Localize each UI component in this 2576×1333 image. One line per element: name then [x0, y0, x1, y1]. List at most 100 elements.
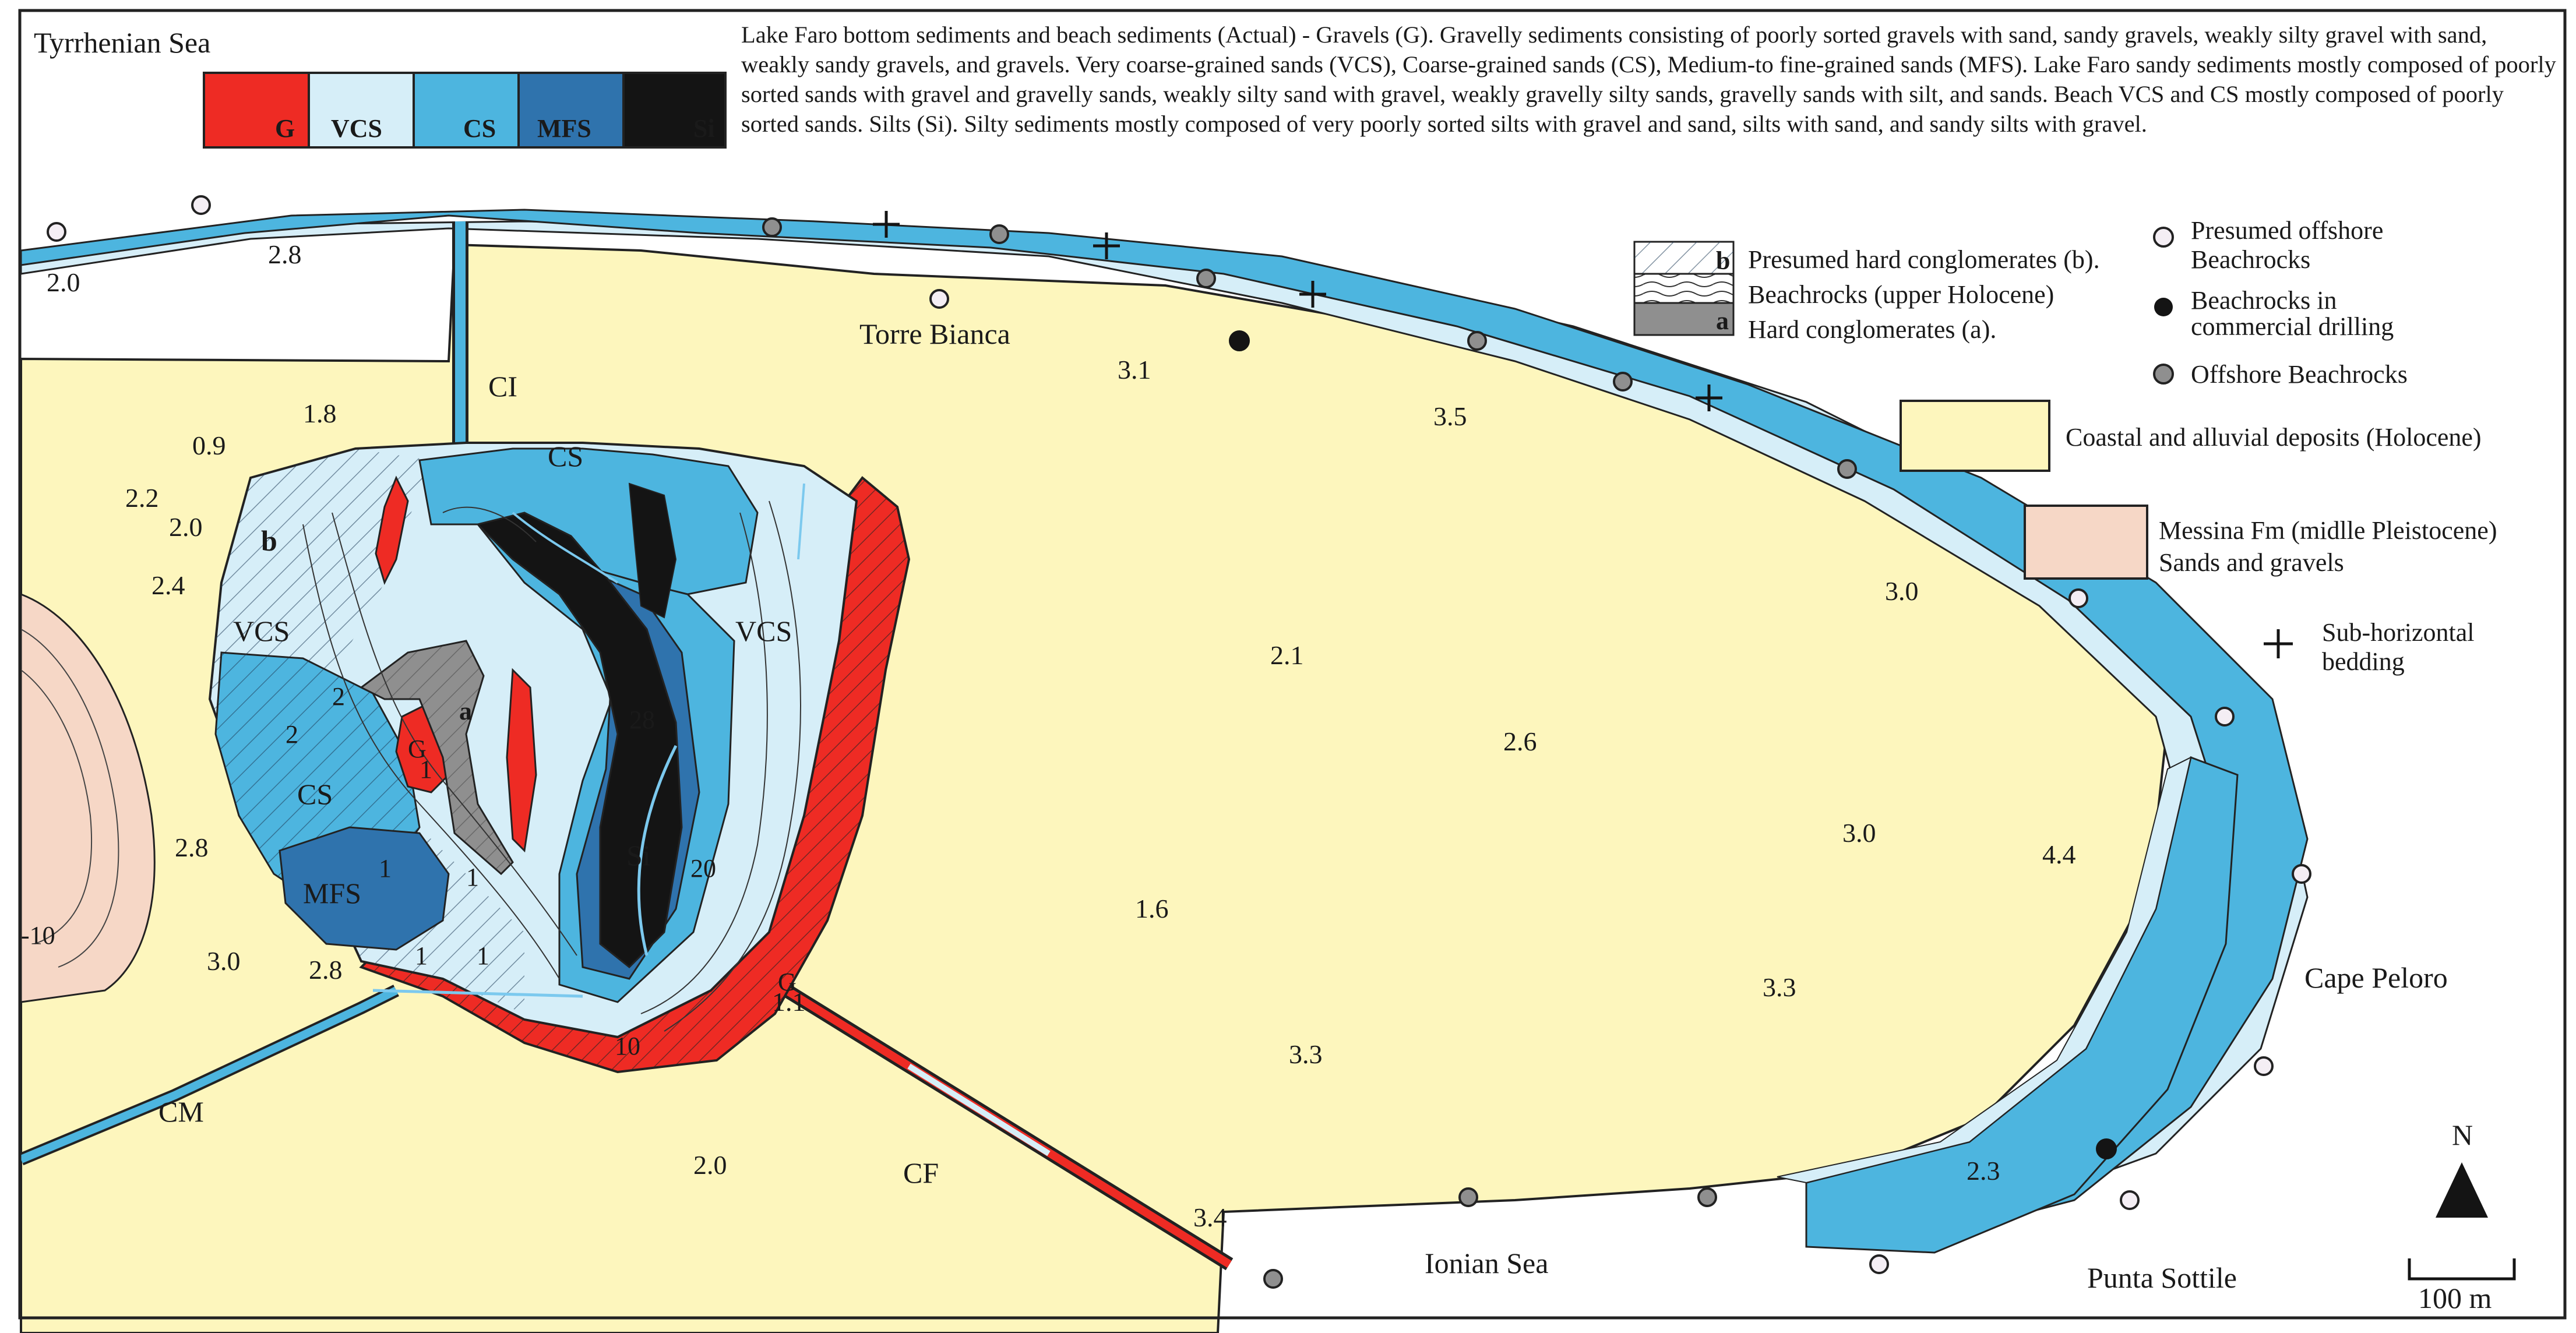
elevation-value: 1.6	[1135, 894, 1169, 923]
messina-contour	[20, 669, 93, 944]
presumed-beachrock-point	[929, 289, 949, 309]
offshore-beachrock-point	[1697, 1187, 1717, 1207]
offshore-beachrock-point	[762, 217, 782, 237]
scale-label-si: Si	[693, 114, 715, 143]
elevation-value: 2.4	[151, 570, 185, 600]
legend-text-drilling-line1: Beachrocks in	[2191, 286, 2337, 315]
depth-label: 1	[379, 854, 392, 883]
lake-label-cs-top: CS	[548, 440, 583, 472]
scale-bar: 100 m	[2408, 1258, 2516, 1314]
legend-symbol-offshore	[2153, 364, 2174, 385]
legend-swatch-conglomerate-b-pattern	[1634, 242, 1733, 274]
legend-symbol-drilling	[2154, 298, 2173, 316]
offshore-beachrock-point	[1613, 372, 1633, 392]
scale-swatch-si	[622, 72, 727, 149]
elevation-value: 2.2	[125, 483, 159, 513]
lake-channel-line	[372, 989, 583, 998]
elevation-value: 3.5	[1433, 401, 1467, 431]
legend-symbol-bedding	[2264, 629, 2293, 658]
lake-silt-upper	[628, 482, 677, 619]
scale-label-g: G	[275, 114, 295, 143]
depth-label: 28	[629, 706, 655, 734]
lake-label-g-inner: G	[408, 735, 427, 763]
lake-channel-line	[797, 483, 805, 560]
scale-label-mfs: MFS	[537, 114, 591, 143]
presumed-beachrock-point	[2292, 864, 2311, 884]
elevation-value: 2.8	[309, 955, 343, 985]
channel-cm	[19, 986, 399, 1163]
offshore-beachrock-point	[989, 224, 1009, 244]
lake-depth-contour	[664, 500, 801, 1032]
drilling-beachrock-point	[1229, 330, 1250, 351]
legend-text-conglomerate-a: Hard conglomerates (a).	[1748, 315, 1996, 344]
lake-label-g-edge: G	[778, 968, 797, 996]
depth-label: 1	[477, 941, 489, 970]
offshore-beachrock-point	[1837, 459, 1857, 479]
offshore-beachrock-point	[1467, 331, 1487, 351]
depth-label: 20	[690, 854, 716, 883]
lake-conglomerate-a-hatch	[361, 641, 513, 874]
bedding-cross	[873, 211, 900, 238]
elevation-value: 1.8	[303, 399, 337, 428]
scale-bar-line	[2408, 1258, 2516, 1281]
place-cm: CM	[158, 1095, 204, 1128]
lake-label-vcs-left: VCS	[233, 615, 290, 647]
depth-label: 1	[466, 863, 479, 891]
elevation-value: 2.1	[1270, 640, 1304, 670]
lake-depth-contour	[332, 512, 577, 956]
legend-letter-b: b	[1716, 246, 1730, 275]
presumed-beachrock-point	[2215, 707, 2235, 727]
legend-text-offshore: Offshore Beachrocks	[2191, 360, 2408, 389]
presumed-beachrock-point	[2068, 588, 2088, 608]
elevation-value: 3.4	[1193, 1202, 1227, 1232]
drilling-beachrocks-points	[1229, 330, 2117, 1159]
scale-swatch-mfs	[517, 72, 625, 149]
lake-gravel-thin	[506, 668, 537, 853]
map-description: Lake Faro bottom sediments and beach sed…	[741, 22, 2556, 137]
lake-faro	[208, 442, 911, 1074]
legend-text-drilling-line2: commercial drilling	[2191, 312, 2394, 341]
legend-letter-a: a	[1716, 306, 1729, 335]
elevation-values: 2.0 2.8 1.8 0.9 2.2 2.0 2.4 2.8 3.0 2.8 …	[47, 239, 2076, 1232]
scale-swatch-cs	[413, 72, 520, 149]
lake-depth-contour	[640, 512, 768, 1014]
messina-contour	[20, 629, 119, 968]
legend-symbol-presumed	[2153, 227, 2174, 248]
offshore-beachrock-point	[1196, 269, 1216, 288]
north-arrow-triangle	[2436, 1162, 2488, 1218]
presumed-beachrock-point	[191, 195, 211, 215]
depth-labels: 2 2 1 1 1 1 1 28 20 10 -10	[21, 682, 716, 1060]
bedding-cross	[1696, 385, 1722, 411]
sea-label-north: Tyrrhenian Sea	[34, 26, 210, 59]
sea-label-south: Ionian Sea	[1425, 1247, 1548, 1279]
elevation-value: 3.1	[1118, 355, 1151, 385]
place-punta-sottile: Punta Sottile	[2087, 1261, 2237, 1294]
elevation-value: 2.8	[175, 833, 209, 862]
legend-text-presumed-line1: Presumed offshore	[2191, 216, 2383, 245]
legend-swatch-messina	[2024, 505, 2148, 580]
lake-channel-line	[637, 745, 678, 956]
lake-depth-contour	[442, 506, 537, 542]
elevation-value: 3.3	[1289, 1039, 1323, 1069]
bedding-cross	[1093, 232, 1120, 259]
scale-swatch-vcs	[308, 72, 415, 149]
depth-label: 1	[415, 941, 428, 970]
legend-text-conglomerate-b: Presumed hard conglomerates (b).	[1748, 245, 2100, 274]
elevation-value: 1.1	[772, 987, 806, 1017]
legend-text-bedding-line1: Sub-horizontal	[2322, 618, 2475, 647]
drilling-beachrock-point	[2096, 1138, 2117, 1159]
bedding-cross	[1299, 281, 1326, 308]
elevation-value: 3.3	[1763, 972, 1796, 1002]
lake-label-cs-left: CS	[297, 778, 333, 810]
offshore-beachrock-point	[1263, 1269, 1283, 1289]
lake-label-si: Si	[626, 839, 651, 872]
lake-label-mfs: MFS	[303, 877, 361, 909]
legend-text-messina-line1: Messina Fm (midlle Pleistocene)	[2159, 516, 2497, 545]
elevation-value: 0.9	[192, 431, 226, 460]
scale-label-vcs: VCS	[331, 114, 382, 143]
legend-text-beachrocks: Beachrocks (upper Holocene)	[1748, 280, 2054, 309]
lake-mfs	[279, 826, 450, 951]
depth-label: -10	[21, 921, 55, 950]
elevation-value: 3.0	[1885, 576, 1919, 606]
lake-depth-contour	[302, 524, 560, 979]
